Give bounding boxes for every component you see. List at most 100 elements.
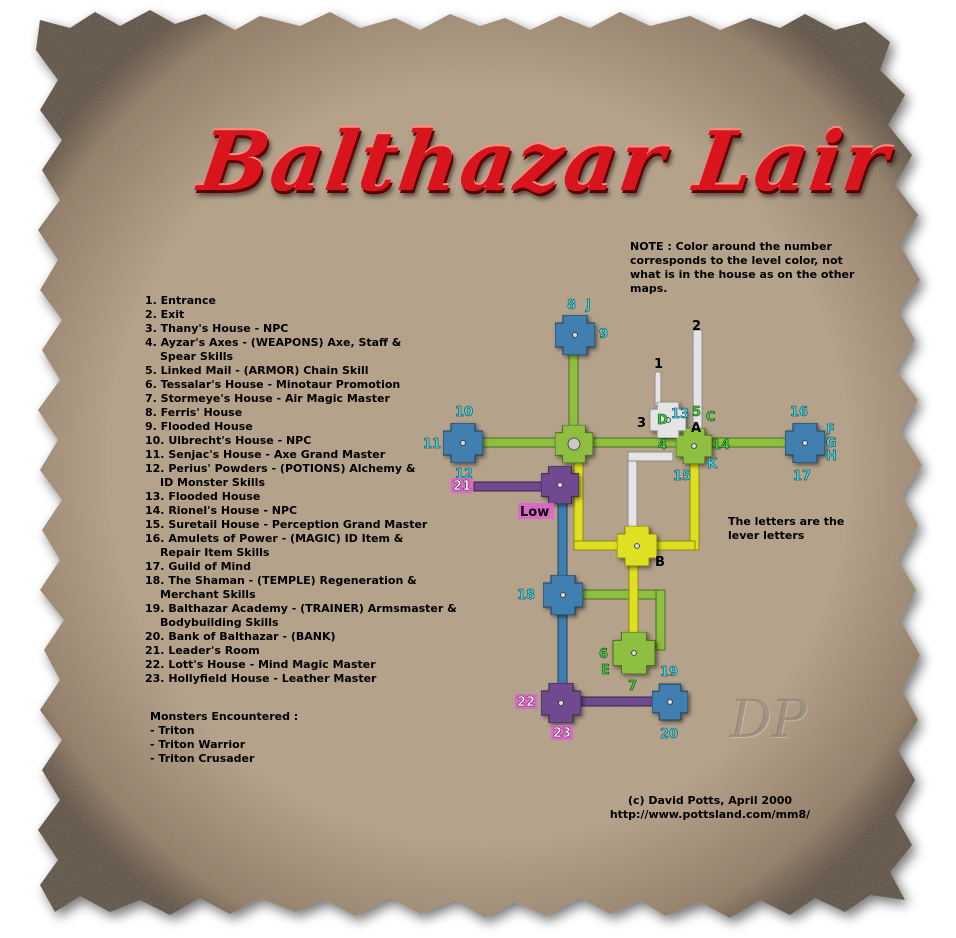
monster-item: - Triton Crusader	[150, 752, 255, 765]
legend-item: 21. Leader's Room	[145, 644, 485, 658]
legend-line: 20. Bank of Balthazar - (BANK)	[145, 630, 336, 643]
corridor-yellow	[573, 540, 625, 551]
corridor-yellow	[628, 559, 639, 641]
legend-line: 19. Balthazar Academy - (TRAINER) Armsma…	[145, 602, 457, 615]
legend-line: 23. Hollyfield House - Leather Master	[145, 672, 377, 685]
label-22: 22	[517, 695, 535, 710]
label-low-bg	[518, 503, 554, 519]
label-16: 16	[790, 405, 808, 420]
label-14: 14	[712, 438, 730, 453]
label-19: 19	[660, 665, 678, 680]
label-F: F	[826, 423, 835, 438]
artist-signature: DP	[730, 690, 807, 750]
legend-item: 20. Bank of Balthazar - (BANK)	[145, 630, 485, 644]
label-13: 13	[671, 407, 689, 422]
label-10: 10	[455, 405, 473, 420]
legend-line: 9. Flooded House	[145, 420, 253, 433]
legend-item: 22. Lott's House - Mind Magic Master	[145, 658, 485, 672]
legend-item: 6. Tessalar's House - Minotaur Promotion	[145, 378, 485, 392]
lever-note: The letters are the lever letters	[728, 515, 845, 542]
corridor-white	[627, 451, 674, 462]
label-low: Low	[520, 505, 549, 520]
legend-line: 14. Rionel's House - NPC	[145, 504, 298, 517]
color-note: NOTE : Color around the number correspon…	[630, 240, 855, 295]
monsters-list: Monsters Encountered : - Triton - Triton…	[150, 710, 390, 766]
label-15: 15	[673, 469, 691, 484]
label-2: 2	[692, 319, 701, 334]
parchment-shape	[36, 10, 922, 918]
label-21: 21	[453, 479, 471, 494]
corridor-white	[654, 371, 662, 407]
legend-item: 17. Guild of Mind	[145, 560, 485, 574]
legend-line: 18. The Shaman - (TEMPLE) Regeneration &	[145, 574, 417, 587]
label-17: 17	[793, 469, 811, 484]
legend-item: 19. Balthazar Academy - (TRAINER) Armsma…	[145, 602, 485, 630]
legend-item: 10. Ulbrecht's House - NPC	[145, 434, 485, 448]
label-7: 7	[628, 679, 637, 694]
label-B: B	[655, 555, 665, 570]
label-8: 8	[567, 298, 576, 313]
label-21-bg	[451, 478, 473, 493]
legend-line-cont: Bodybuilding Skills	[160, 616, 279, 629]
legend-item: 14. Rionel's House - NPC	[145, 504, 485, 518]
legend-item: 8. Ferris' House	[145, 406, 485, 420]
legend-line: 3. Thany's House - NPC	[145, 322, 289, 335]
credits-url: http://www.pottsland.com/mm8/	[609, 808, 811, 821]
legend-line: 11. Senjac's House - Axe Grand Master	[145, 448, 386, 461]
legend-item: 13. Flooded House	[145, 490, 485, 504]
legend-line: 5. Linked Mail - (ARMOR) Chain Skill	[145, 364, 369, 377]
legend-item: 4. Ayzar's Axes - (WEAPONS) Axe, Staff &…	[145, 336, 485, 364]
legend-item: 16. Amulets of Power - (MAGIC) ID Item &…	[145, 532, 485, 560]
legend-line: 6. Tessalar's House - Minotaur Promotion	[145, 378, 401, 391]
label-H: H	[826, 449, 837, 464]
legend-item: 15. Suretail House - Perception Grand Ma…	[145, 518, 485, 532]
legend-item: 7. Stormeye's House - Air Magic Master	[145, 392, 485, 406]
label-11: 11	[423, 437, 441, 452]
monster-item: - Triton	[150, 724, 195, 737]
label-K: K	[707, 457, 718, 472]
label-20: 20	[660, 727, 678, 742]
legend-item: 3. Thany's House - NPC	[145, 322, 485, 336]
corridor-purple	[473, 481, 545, 492]
corridor-white	[627, 451, 638, 533]
legend-item: 9. Flooded House	[145, 420, 485, 434]
monster-item: - Triton Warrior	[150, 738, 246, 751]
label-1: 1	[654, 357, 663, 372]
legend-item: 1. Entrance	[145, 294, 485, 308]
legend-line: 21. Leader's Room	[145, 644, 260, 657]
label-G: G	[826, 436, 837, 451]
label-5: 5	[692, 405, 701, 420]
label-9: 9	[599, 327, 608, 342]
legend-line: 15. Suretail House - Perception Grand Ma…	[145, 518, 428, 531]
legend-line: 4. Ayzar's Axes - (WEAPONS) Axe, Staff &	[145, 336, 402, 349]
corridor-green	[655, 589, 666, 651]
legend-line-cont: ID Monster Skills	[160, 476, 266, 489]
monsters-heading: Monsters Encountered :	[150, 710, 299, 723]
label-E: E	[601, 663, 610, 678]
credits-author: (c) David Potts, April 2000	[627, 794, 793, 807]
label-18: 18	[517, 588, 535, 603]
legend-line: 2. Exit	[145, 308, 185, 321]
label-3: 3	[637, 416, 646, 431]
credits: (c) David Potts, April 2000 http://www.p…	[590, 794, 830, 822]
legend-line: 17. Guild of Mind	[145, 560, 252, 573]
legend-line-cont: Spear Skills	[160, 350, 234, 363]
label-4: 4	[658, 438, 667, 453]
legend-line: 7. Stormeye's House - Air Magic Master	[145, 392, 390, 405]
label-D: D	[657, 413, 668, 428]
legend-line: 22. Lott's House - Mind Magic Master	[145, 658, 376, 671]
house-legend: 1. Entrance 2. Exit 3. Thany's House - N…	[145, 294, 485, 686]
corridor-yellow	[654, 540, 696, 551]
legend-item: 18. The Shaman - (TEMPLE) Regeneration &…	[145, 574, 485, 602]
legend-item: 5. Linked Mail - (ARMOR) Chain Skill	[145, 364, 485, 378]
legend-item: 23. Hollyfield House - Leather Master	[145, 672, 485, 686]
legend-line: 16. Amulets of Power - (MAGIC) ID Item &	[145, 532, 404, 545]
label-6: 6	[599, 647, 608, 662]
map-labels: 8 J 9 2 1 10 11 12 3 D 13 5 C A 4 14 K 1…	[423, 298, 837, 743]
legend-item: 11. Senjac's House - Axe Grand Master	[145, 448, 485, 462]
legend-line-cont: Merchant Skills	[160, 588, 256, 601]
corridor-purple	[577, 696, 659, 707]
